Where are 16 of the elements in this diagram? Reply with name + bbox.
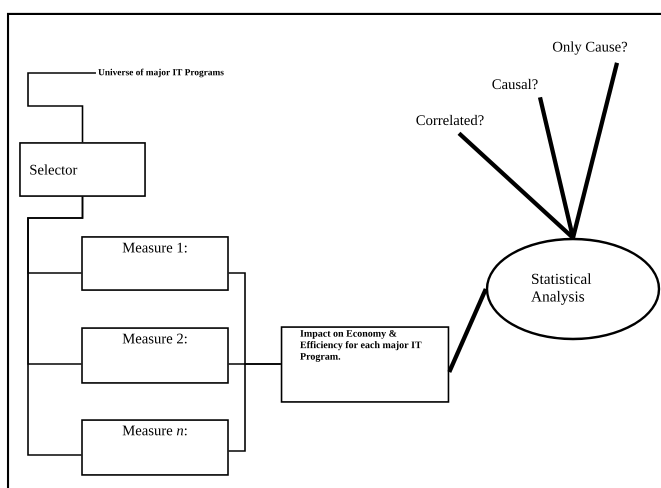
question-text: Causal? — [492, 78, 538, 90]
impact-box: Impact on Economy & Efficiency for each major IT Program. — [280, 326, 450, 403]
connector-line — [458, 132, 574, 240]
measure-box: Measure 2: — [81, 327, 229, 384]
question-text: Only Cause? — [552, 41, 628, 55]
measure-box: Measure n: — [81, 419, 229, 476]
connector-line — [27, 196, 84, 456]
connector-line — [228, 363, 281, 452]
heading-text: Universe of major IT Programs — [98, 68, 224, 78]
measure-box: Measure 1: — [81, 236, 229, 291]
selector-box: Selector — [19, 142, 146, 197]
connector-line — [27, 72, 96, 142]
connector-line — [447, 288, 488, 373]
question-text: Correlated? — [416, 114, 484, 126]
connector-line — [538, 96, 576, 238]
connector-line — [570, 62, 620, 238]
